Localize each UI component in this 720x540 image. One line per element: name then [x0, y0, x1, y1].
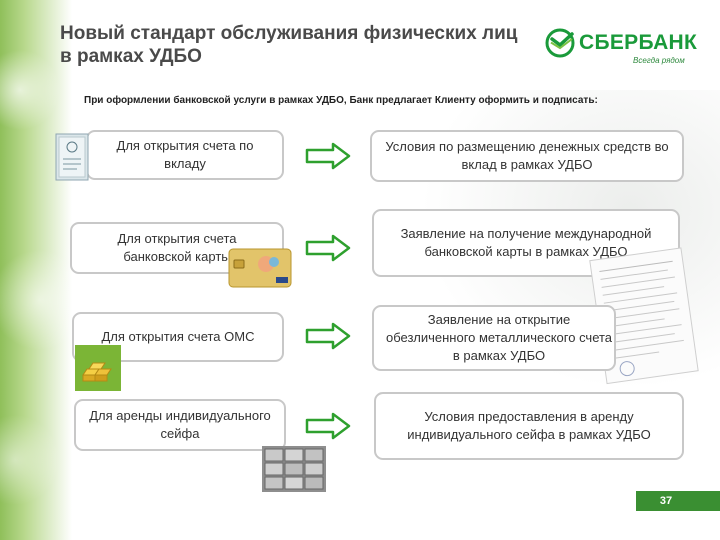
gold-bars-icon [75, 345, 121, 391]
right-box-safe-terms: Условия предоставления в аренду индивиду… [374, 392, 684, 460]
right-box-label: Заявление на открытие обезличенного мета… [385, 312, 613, 363]
application-form-icon [589, 247, 699, 385]
right-arrow-icon [305, 142, 351, 170]
passbook-icon [55, 133, 89, 181]
right-arrow-icon [305, 322, 351, 350]
logo-name: СБЕРБАНК [579, 31, 698, 54]
right-arrow-icon [305, 234, 351, 262]
intro-text: При оформлении банковской услуги в рамка… [84, 95, 598, 106]
left-box-label: Для открытия счета по вкладу [116, 138, 254, 171]
page-number: 37 [659, 495, 673, 507]
left-box-safe: Для аренды индивидуального сейфа [74, 399, 286, 451]
right-box-label: Заявление на получение международной бан… [400, 226, 652, 259]
sberbank-mark-icon [545, 28, 575, 58]
left-box-card: Для открытия счета банковской карты [70, 222, 284, 274]
left-box-label: Для аренды индивидуального сейфа [89, 408, 271, 441]
left-box-deposit: Для открытия счета по вкладу [86, 130, 284, 180]
right-arrow-icon [305, 412, 351, 440]
safe-boxes-icon [262, 446, 326, 492]
bank-card-icon [228, 248, 292, 288]
slide-title: Новый стандарт обслуживания физических л… [60, 23, 518, 67]
right-box-deposit-terms: Условия по размещению денежных средств в… [370, 130, 684, 182]
page-number-badge: 37 [636, 491, 720, 511]
left-green-background [0, 0, 72, 540]
left-box-oms: Для открытия счета ОМС [72, 312, 284, 362]
left-box-label: Для открытия счета ОМС [101, 329, 255, 344]
right-box-label: Условия по размещению денежных средств в… [385, 139, 669, 172]
logo-slogan: Всегда рядом [633, 56, 685, 65]
left-box-label: Для открытия счета банковской карты [117, 231, 237, 264]
sberbank-logo: СБЕРБАНК Всегда рядом [545, 26, 698, 70]
right-box-metal-account: Заявление на открытие обезличенного мета… [372, 305, 616, 371]
right-box-label: Условия предоставления в аренду индивиду… [407, 409, 651, 442]
